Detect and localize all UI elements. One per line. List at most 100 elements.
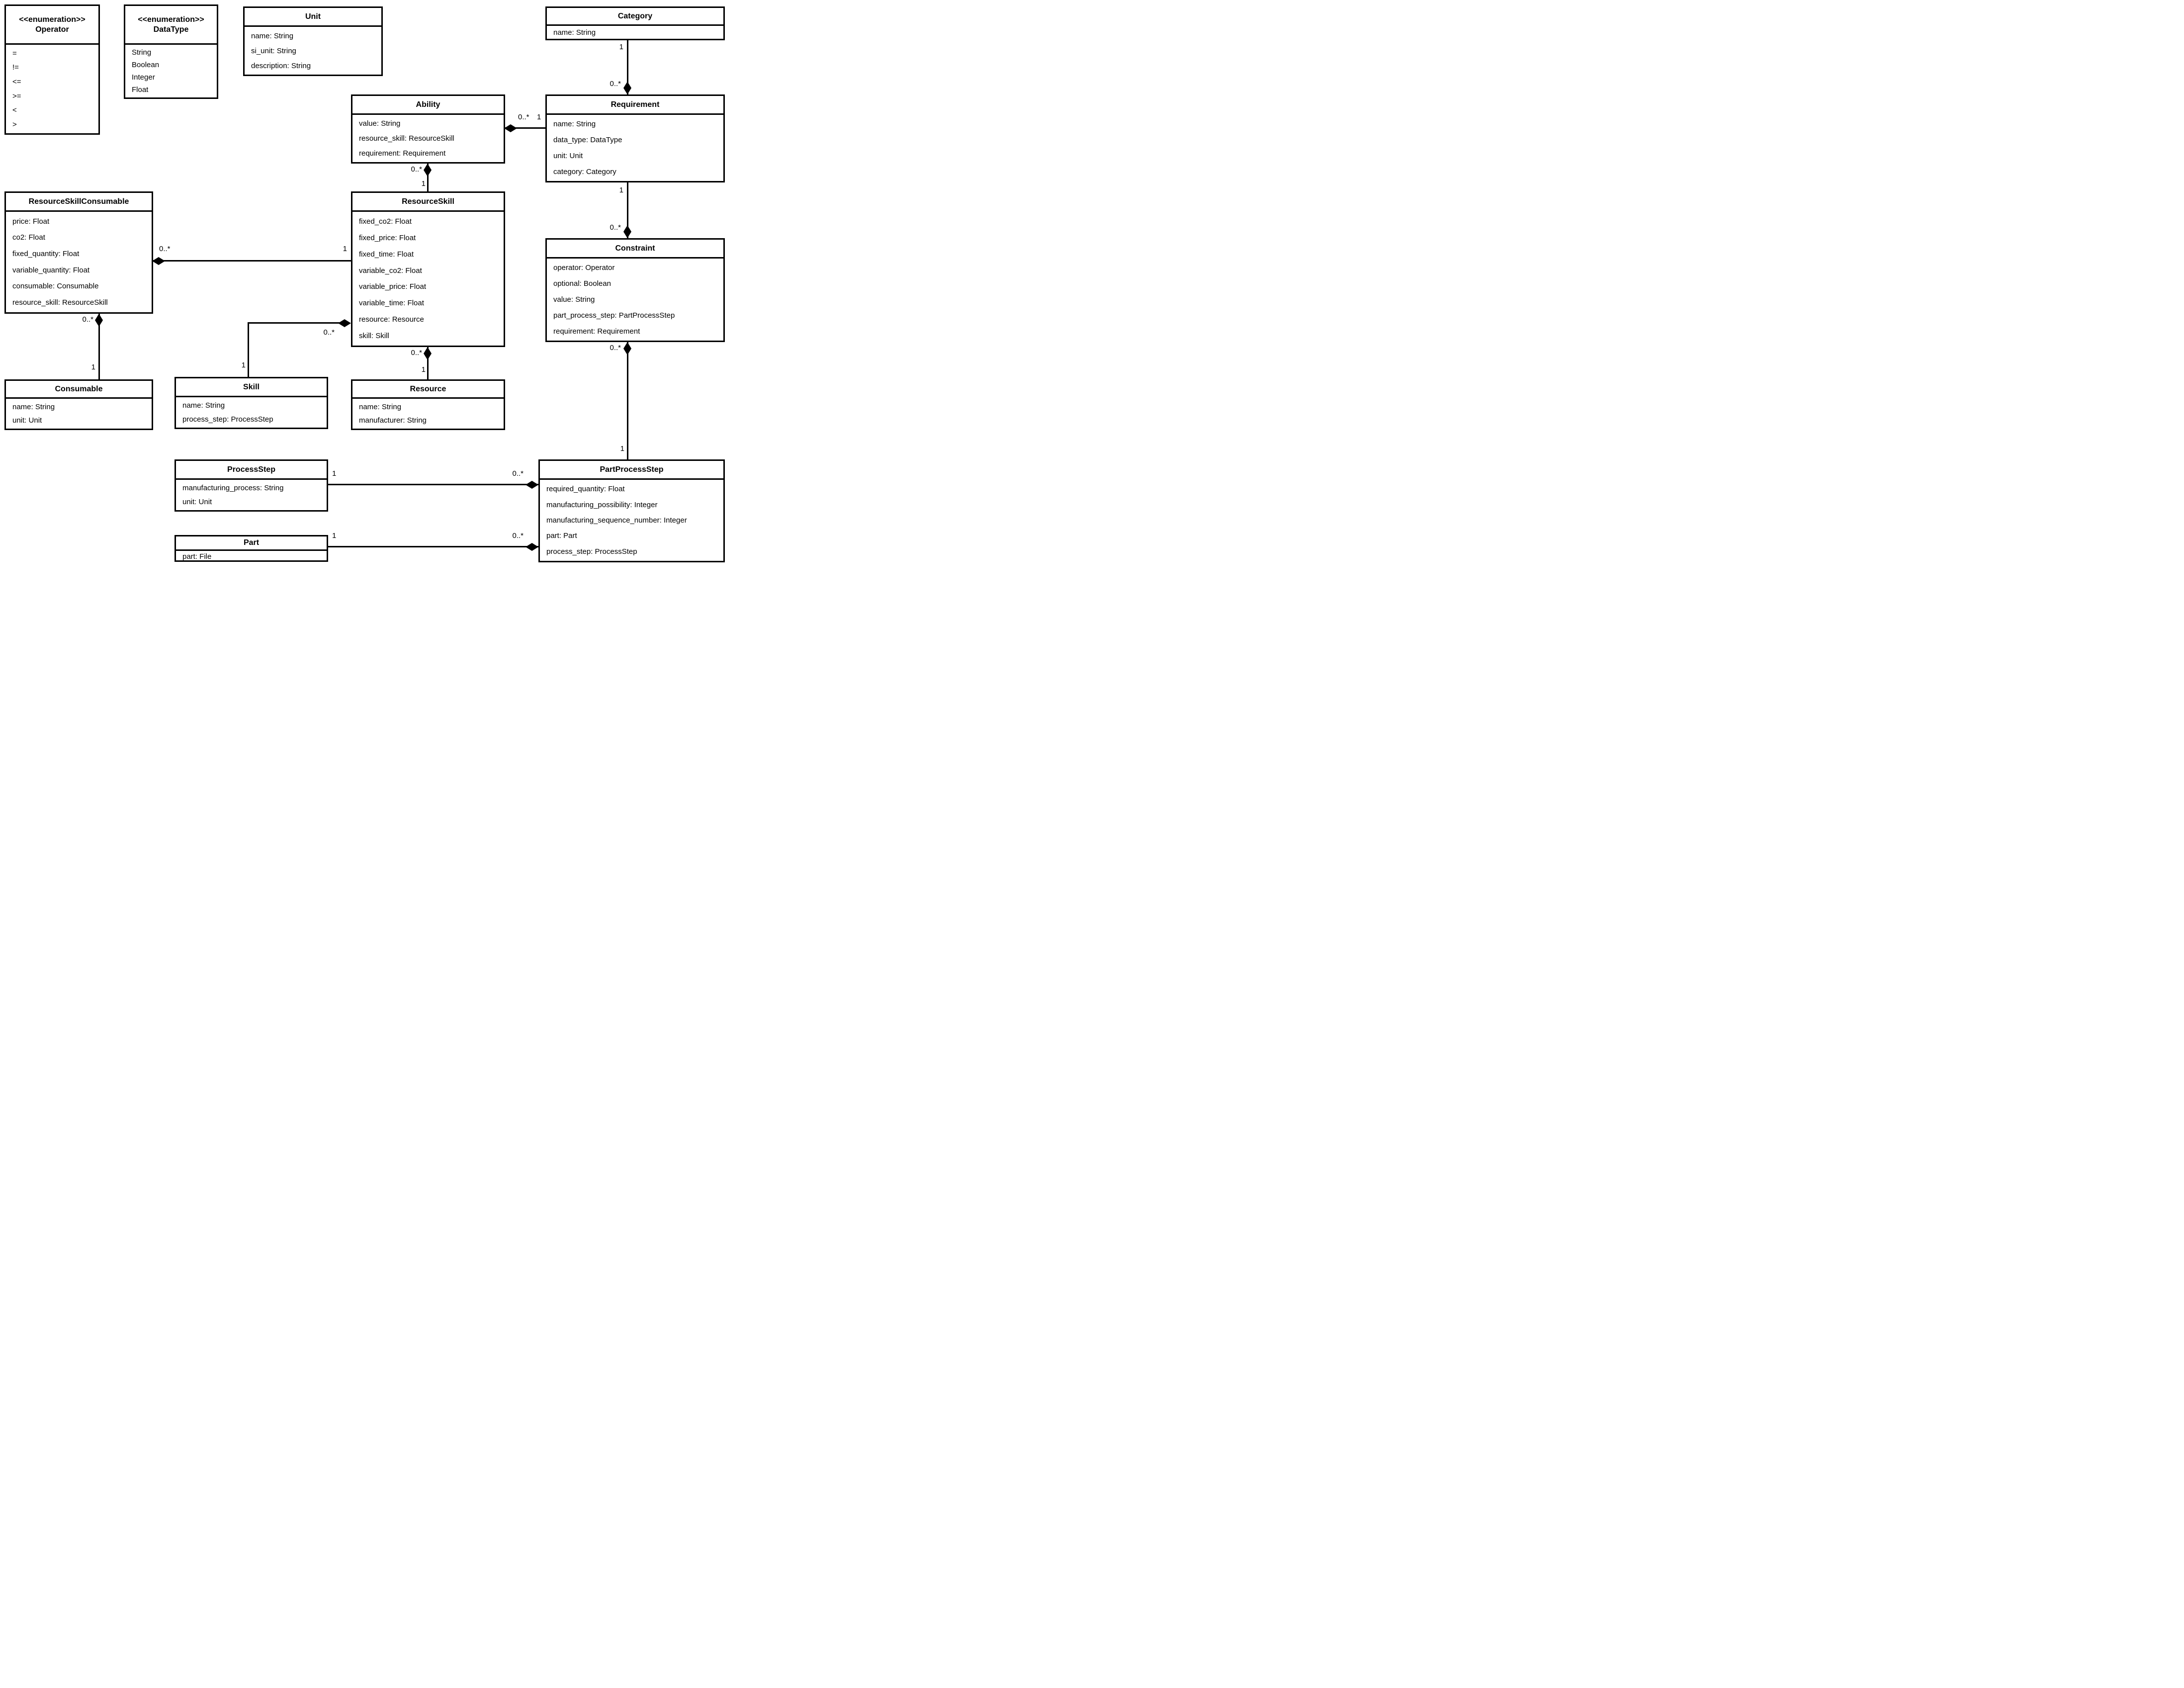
class-title-partprocessstep: PartProcessStep (540, 461, 723, 480)
class-attribute: data_type: DataType (553, 136, 622, 145)
attribute-list: fixed_co2: Float fixed_price: Float fixe… (352, 212, 504, 346)
class-title-part: Part (176, 536, 327, 551)
class-title-operator: <<enumeration>> Operator (6, 6, 98, 45)
enum-literal: > (12, 120, 17, 129)
multiplicity-label: 1 (332, 532, 337, 540)
multiplicity-label: 1 (91, 363, 95, 371)
attribute-list: value: String resource_skill: ResourceSk… (352, 115, 504, 162)
multiplicity-label: 0..* (411, 165, 422, 174)
class-attribute: operator: Operator (553, 264, 615, 272)
class-attribute: resource: Resource (359, 315, 424, 324)
class-attribute: variable_price: Float (359, 282, 427, 291)
class-attribute: manufacturing_process: String (182, 484, 284, 493)
class-title-ability: Ability (352, 96, 504, 115)
class-attribute: value: String (553, 295, 595, 304)
relation-ability-resourceskill-line (427, 164, 429, 191)
class-attribute: part: Part (546, 532, 577, 540)
class-attribute: si_unit: String (251, 46, 296, 55)
class-attribute: fixed_price: Float (359, 233, 416, 242)
class-name: Resource (410, 384, 446, 393)
class-box-unit: Unit name: String si_unit: String descri… (243, 6, 383, 76)
class-attribute: price: Float (12, 217, 50, 226)
class-attribute: optional: Boolean (553, 279, 611, 288)
attribute-list: name: String si_unit: String description… (245, 27, 381, 75)
class-attribute: skill: Skill (359, 332, 389, 341)
uml-class-diagram: <<enumeration>> Operator = != <= >= < > … (0, 0, 728, 563)
multiplicity-label: 0..* (610, 223, 621, 232)
class-attribute: name: String (553, 120, 596, 129)
attribute-list: name: String process_step: ProcessStep (176, 397, 327, 428)
relation-skill-resourceskill-line-vertical (248, 323, 249, 377)
class-name: Ability (416, 100, 440, 109)
class-attribute: requirement: Requirement (359, 149, 446, 158)
class-attribute: variable_quantity: Float (12, 266, 90, 274)
stereotype-label: <<enumeration>> (138, 15, 204, 24)
class-title-consumable: Consumable (6, 381, 152, 399)
class-box-constraint: Constraint operator: Operator optional: … (545, 238, 725, 342)
class-title-constraint: Constraint (547, 240, 723, 259)
enum-literal: Float (132, 86, 149, 94)
class-name: Category (617, 11, 653, 20)
multiplicity-label: 1 (332, 469, 337, 478)
enum-literal: String (132, 48, 152, 57)
attribute-list: operator: Operator optional: Boolean val… (547, 259, 723, 341)
attribute-list: manufacturing_process: String unit: Unit (176, 480, 327, 510)
class-attribute: co2: Float (12, 233, 45, 242)
class-attribute: manufacturing_possibility: Integer (546, 500, 658, 509)
class-box-part: Part part: File (175, 535, 328, 562)
class-attribute: unit: Unit (12, 416, 42, 425)
class-attribute: requirement: Requirement (553, 327, 640, 336)
class-box-skill: Skill name: String process_step: Process… (175, 377, 328, 429)
class-attribute: unit: Unit (182, 497, 212, 506)
multiplicity-label: 0..* (411, 349, 422, 357)
class-attribute: resource_skill: ResourceSkill (359, 134, 454, 143)
composition-diamond (152, 257, 165, 265)
class-title-skill: Skill (176, 378, 327, 397)
class-name: ResourceSkillConsumable (28, 197, 129, 206)
class-name: Requirement (611, 100, 660, 109)
class-name: PartProcessStep (600, 465, 664, 474)
relation-rsconsumable-resourceskill-line (153, 260, 351, 262)
class-name: Skill (243, 382, 260, 391)
class-attribute: description: String (251, 61, 311, 70)
multiplicity-label: 1 (620, 444, 624, 453)
class-attribute: manufacturer: String (359, 416, 427, 425)
composition-diamond (525, 543, 538, 551)
attribute-list: price: Float co2: Float fixed_quantity: … (6, 212, 152, 312)
composition-diamond (424, 347, 432, 360)
stereotype-label: <<enumeration>> (19, 15, 86, 24)
relation-part-partprocessstep-line (328, 546, 538, 547)
enum-literal: <= (12, 78, 21, 87)
relation-processstep-partprocessstep-line (328, 484, 538, 485)
class-name: DataType (153, 25, 189, 34)
class-attribute: part_process_step: PartProcessStep (553, 311, 675, 320)
class-box-requirement: Requirement name: String data_type: Data… (545, 94, 725, 182)
relation-requirement-constraint-line (627, 182, 628, 238)
class-attribute: required_quantity: Float (546, 485, 625, 494)
attribute-list: required_quantity: Float manufacturing_p… (540, 480, 723, 561)
class-attribute: fixed_quantity: Float (12, 250, 80, 259)
composition-diamond (623, 342, 631, 355)
attribute-list: name: String manufacturer: String (352, 399, 504, 429)
relation-resourceskill-resource-line (427, 347, 429, 379)
enum-literal: >= (12, 91, 21, 100)
class-attribute: fixed_time: Float (359, 250, 414, 259)
enum-literals: = != <= >= < > (6, 45, 98, 133)
multiplicity-label: 0..* (512, 532, 524, 540)
class-name: Consumable (55, 384, 103, 393)
attribute-list: part: File (176, 551, 327, 562)
class-attribute: part: File (182, 552, 212, 561)
class-title-resourceskill: ResourceSkill (352, 193, 504, 212)
class-attribute: consumable: Consumable (12, 282, 99, 291)
multiplicity-label: 1 (619, 186, 623, 194)
class-title-datatype: <<enumeration>> DataType (125, 6, 217, 45)
multiplicity-label: 0..* (159, 245, 171, 253)
multiplicity-label: 1 (421, 179, 426, 188)
class-attribute: fixed_co2: Float (359, 217, 412, 226)
class-box-datatype: <<enumeration>> DataType String Boolean … (124, 4, 218, 99)
class-attribute: process_step: ProcessStep (546, 547, 637, 556)
class-title-processstep: ProcessStep (176, 461, 327, 480)
composition-diamond (623, 82, 631, 94)
class-attribute: process_step: ProcessStep (182, 415, 273, 424)
attribute-list: name: String unit: Unit (6, 399, 152, 429)
